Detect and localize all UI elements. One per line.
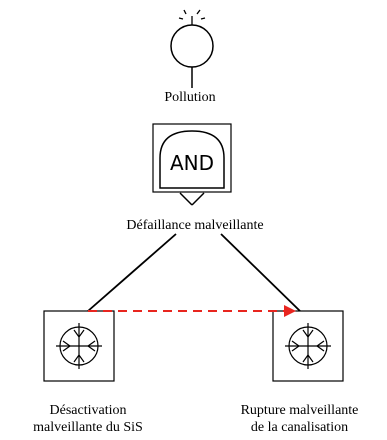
gate-label: Défaillance malveillante <box>126 218 264 233</box>
top-event-symbol[interactable] <box>170 9 214 68</box>
connector-gate-left-stub <box>179 192 193 206</box>
and-gate[interactable]: AND <box>152 123 232 193</box>
basic-event-left[interactable] <box>43 310 115 382</box>
gate-type: AND <box>170 151 214 175</box>
top-event-label: Pollution <box>164 90 216 105</box>
basic-event-left-label-line1: Désactivation <box>49 403 127 418</box>
basic-event-left-label-line2: malveillante du SiS <box>33 420 143 435</box>
basic-event-right-label-line1: Rupture malveillante <box>240 403 359 418</box>
converging-arrows-icon <box>56 323 102 369</box>
connector-gate-to-right-event <box>220 233 301 312</box>
top-event-circle <box>170 24 214 68</box>
basic-event-right[interactable] <box>272 310 344 382</box>
basic-event-right-label-line2: de la canalisation <box>250 420 349 435</box>
basic-event-right-label: Rupture malveillante de la canalisation <box>212 402 387 436</box>
gate-shape <box>159 130 225 189</box>
converging-arrows-icon <box>285 323 331 369</box>
connector-gate-right-stub <box>191 192 205 206</box>
basic-event-left-label: Désactivation malveillante du SiS <box>0 402 176 436</box>
connector-gate-to-left-event <box>87 233 177 312</box>
spark-icon <box>178 9 206 25</box>
